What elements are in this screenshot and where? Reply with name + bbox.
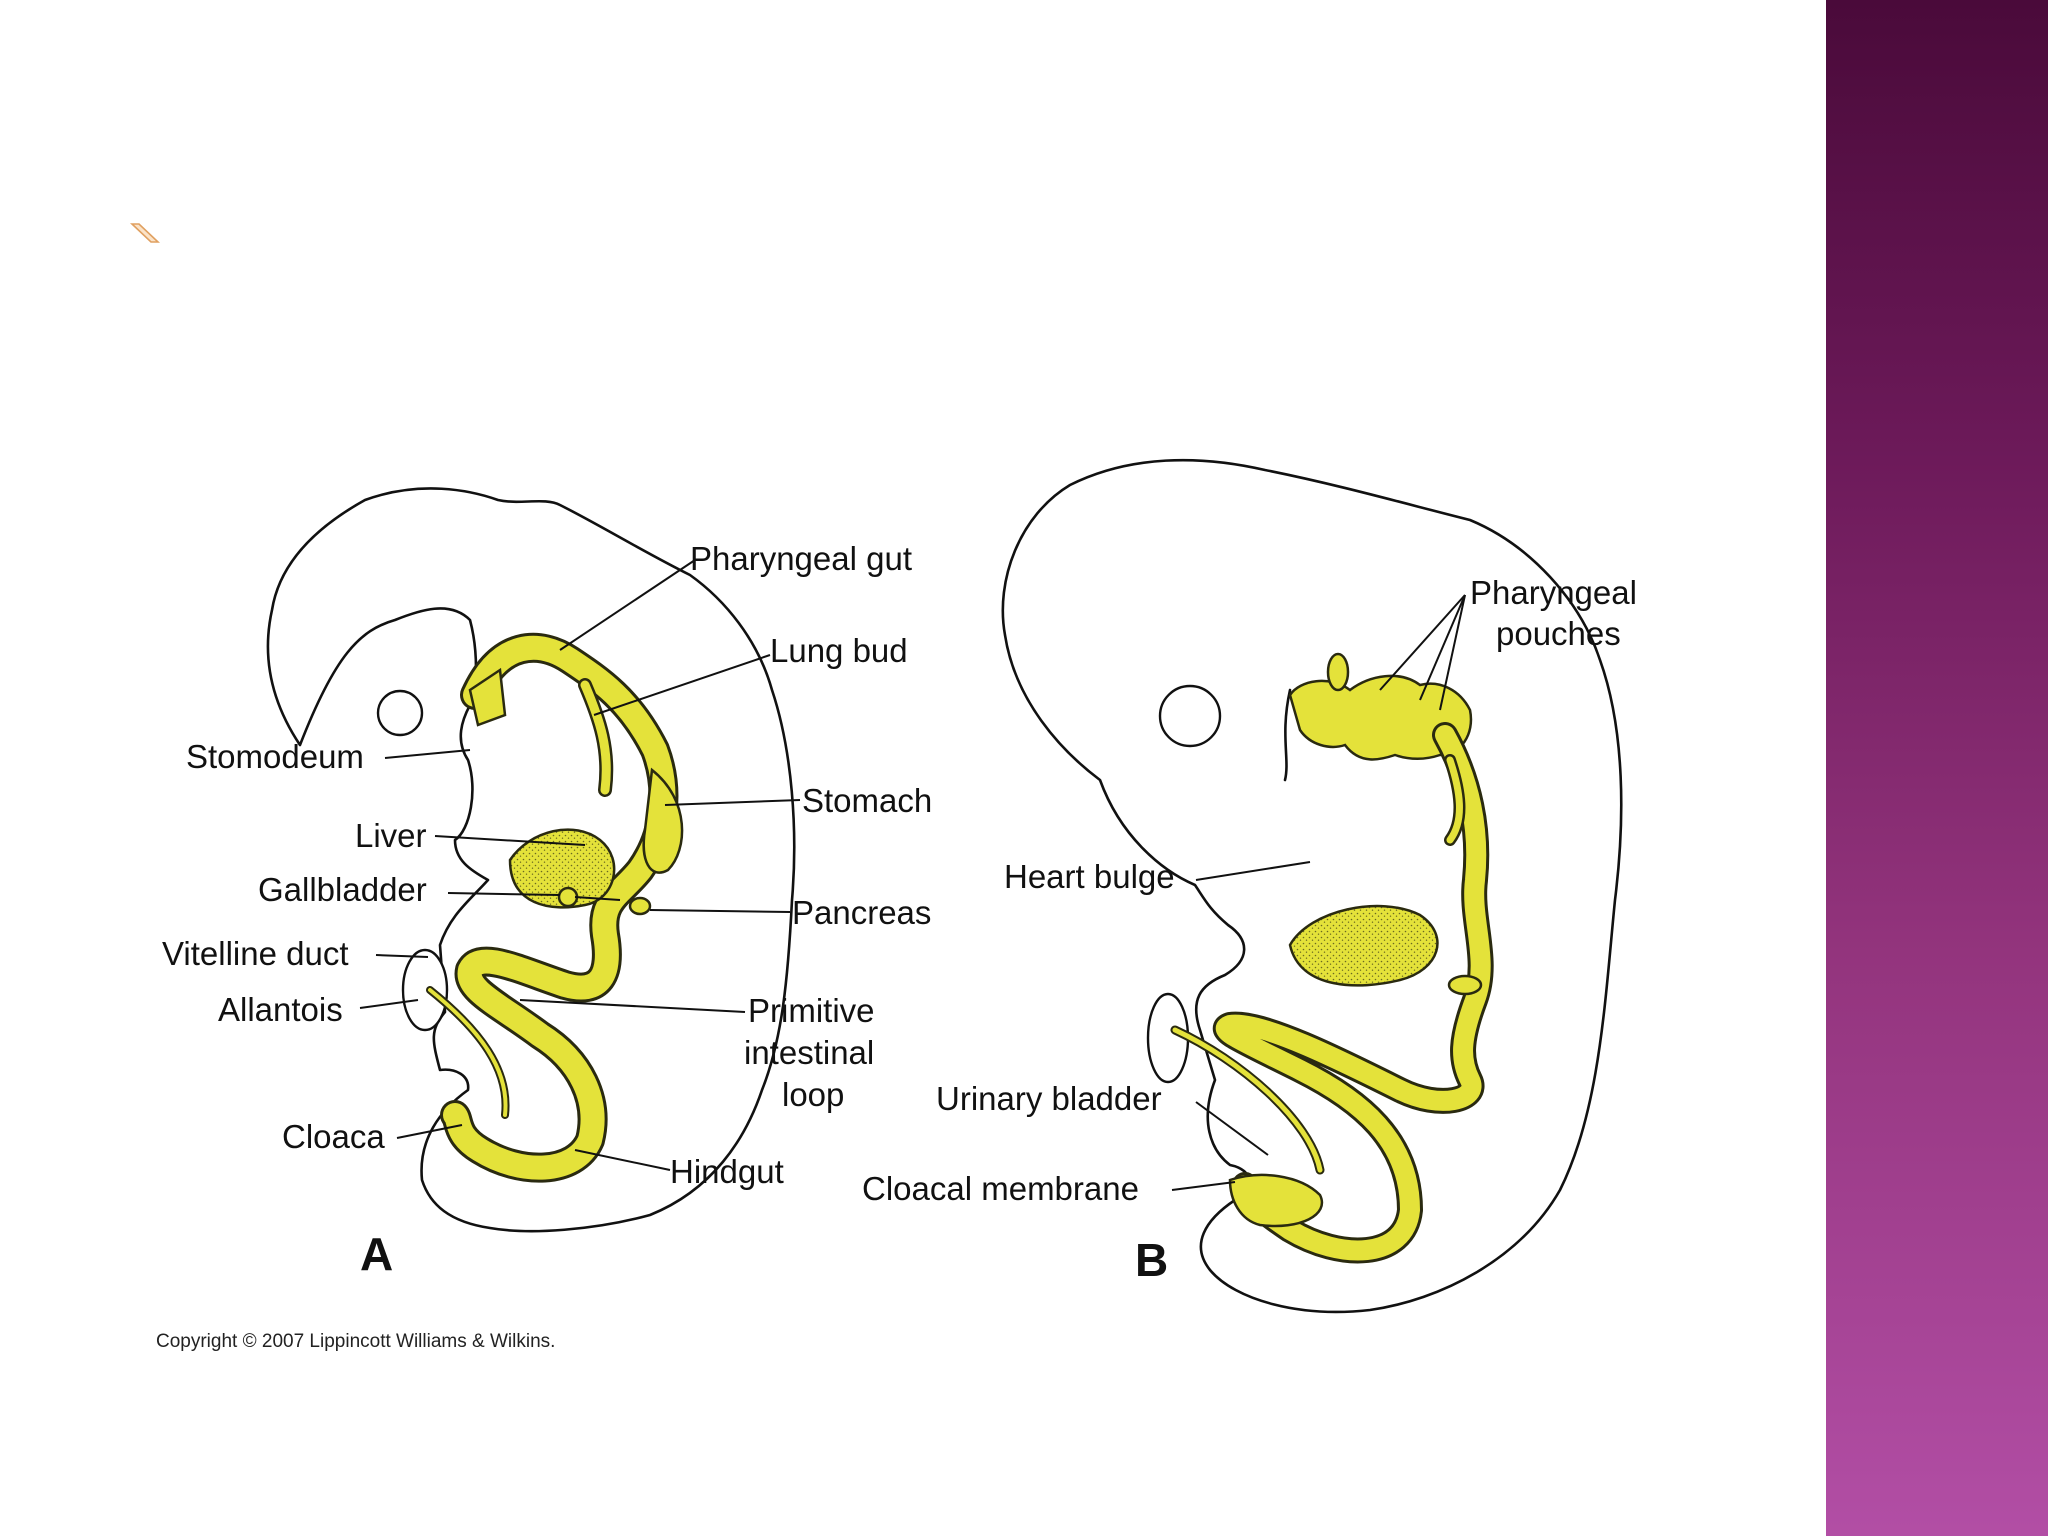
- copyright-notice: Copyright © 2007 Lippincott Williams & W…: [156, 1331, 555, 1352]
- panel-a-diagram: Pharyngeal gut Lung bud Stomodeum Stomac…: [162, 487, 932, 1280]
- eye-a: [376, 689, 424, 737]
- label-stomodeum: Stomodeum: [186, 738, 364, 775]
- vitelline-stalk-a: [401, 948, 449, 1032]
- label-loop: loop: [782, 1076, 844, 1113]
- decorative-sidebar: [1826, 0, 2048, 1536]
- label-allantois: Allantois: [218, 991, 343, 1028]
- eye-b: [1158, 684, 1222, 748]
- label-primitive: Primitive: [748, 992, 875, 1029]
- label-liver: Liver: [355, 817, 427, 854]
- embryo-outline-a: [266, 487, 796, 1233]
- label-pharyngeal-gut: Pharyngeal gut: [690, 540, 912, 577]
- gallbladder-a: [557, 886, 579, 908]
- label-pancreas: Pancreas: [792, 894, 931, 931]
- diagonal-bullet-icon: [130, 223, 160, 243]
- liver-a: [508, 828, 616, 909]
- label-vitelline-duct: Vitelline duct: [162, 935, 349, 972]
- label-cloaca: Cloaca: [282, 1118, 385, 1155]
- label-cloacal-membrane: Cloacal membrane: [862, 1170, 1139, 1207]
- panel-a-letter: A: [360, 1228, 393, 1280]
- panel-b-diagram: Pharyngeal pouches Heart bulge Urinary b…: [862, 458, 1637, 1314]
- label-intestinal: intestinal: [744, 1034, 874, 1071]
- liver-b: [1288, 904, 1439, 987]
- label-hindgut: Hindgut: [670, 1153, 784, 1190]
- embryo-outline-b: [1001, 458, 1623, 1314]
- label-stomach: Stomach: [802, 782, 932, 819]
- label-pouches: pouches: [1496, 615, 1621, 652]
- label-lung-bud: Lung bud: [770, 632, 908, 669]
- gut-tube-a: [426, 632, 684, 1183]
- label-heart-bulge: Heart bulge: [1004, 858, 1175, 895]
- gut-tube-b: [1170, 652, 1494, 1264]
- panel-b-letter: B: [1135, 1234, 1168, 1286]
- label-urinary-bladder: Urinary bladder: [936, 1080, 1162, 1117]
- label-pharyngeal: Pharyngeal: [1470, 574, 1637, 611]
- label-gallbladder: Gallbladder: [258, 871, 427, 908]
- pancreas-a: [628, 896, 652, 916]
